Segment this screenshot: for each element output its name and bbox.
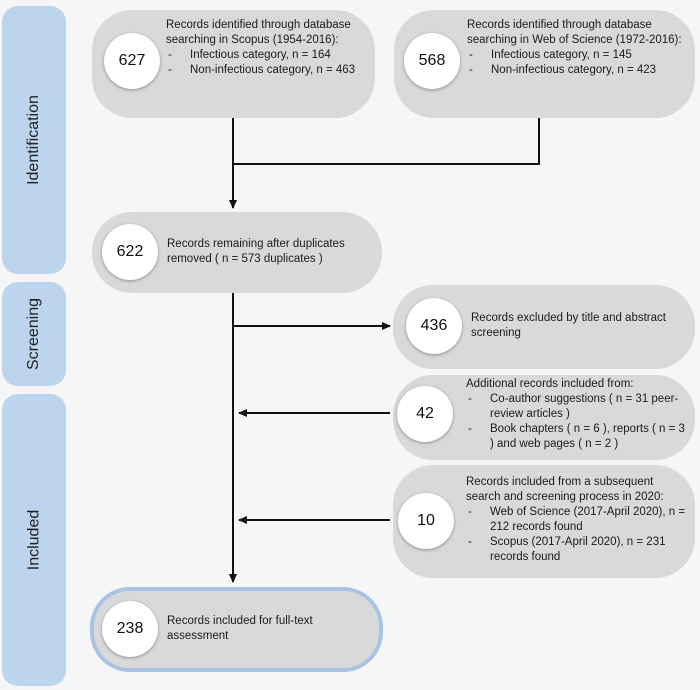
excluded-count-circle: 436 [406,298,462,354]
wos-merge-line [233,118,540,165]
additional-records-text: Additional records included from: Co-aut… [466,377,688,452]
final-count-circle: 238 [102,601,158,657]
additional-count-circle: 42 [397,386,453,442]
scopus-records-text: Records identified through database sear… [166,18,371,78]
phase-included: Included [2,394,66,686]
scopus-item-noninfectious: Non-infectious category, n = 463 [166,63,371,78]
additional-item-coauthor: Co-author suggestions ( n = 31 peer-revi… [466,392,688,422]
scopus-count-circle: 627 [104,33,160,89]
additional-description: Additional records included from: [466,378,634,390]
subsequent-description: Records included from a subsequent searc… [466,476,664,503]
additional-item-books: Book chapters ( n = 6 ), reports ( n = 3… [466,422,688,452]
wos-records-text: Records identified through database sear… [467,18,687,78]
wos-item-infectious: Infectious category, n = 145 [467,48,687,63]
final-records-text: Records included for full-text assessmen… [167,615,313,642]
wos-count-circle: 568 [404,33,460,89]
subsequent-records-text: Records included from a subsequent searc… [466,475,690,565]
wos-item-noninfectious: Non-infectious category, n = 423 [467,63,687,78]
subsequent-item-wos: Web of Science (2017-April 2020), n = 21… [466,505,690,535]
subsequent-count-circle: 10 [398,493,454,549]
wos-description: Records identified through database sear… [467,19,682,46]
scopus-description: Records identified through database sear… [166,19,351,46]
phase-screening: Screening [2,282,66,386]
phase-identification: Identification [2,6,66,274]
scopus-item-infectious: Infectious category, n = 164 [166,48,371,63]
dedup-records-text: Records remaining after duplicates remov… [167,238,345,265]
excluded-records-text: Records excluded by title and abstract s… [471,312,666,339]
dedup-count-circle: 622 [102,224,158,280]
subsequent-item-scopus: Scopus (2017-April 2020), n = 231 record… [466,535,690,565]
